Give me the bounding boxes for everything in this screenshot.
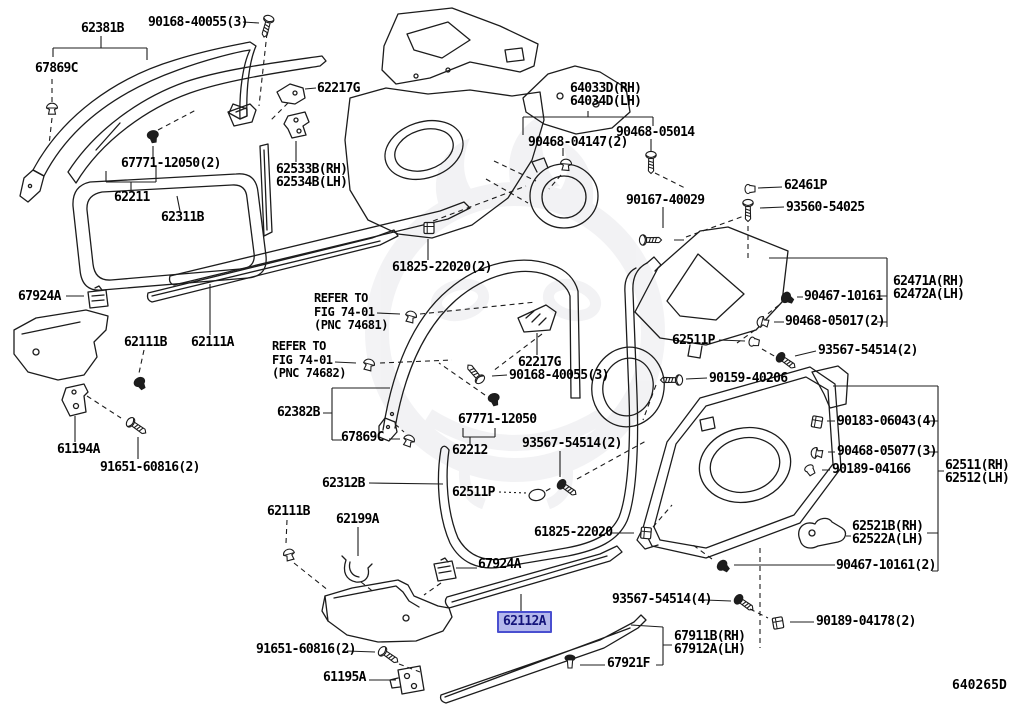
part-label-90467-10161-2[interactable]: 90467-10161(2) (836, 558, 936, 573)
part-label-90168-40055-mid[interactable]: 90168-40055(3) (509, 368, 609, 383)
part-label-62199a[interactable]: 62199A (336, 512, 379, 527)
part-label-93567-54514-2-mid[interactable]: 93567-54514(2) (522, 436, 622, 451)
part-label-62521b[interactable]: 62521B(RH) 62522A(LH) (852, 519, 924, 547)
part-label-90468-05017[interactable]: 90468-05017(2) (785, 314, 885, 329)
part-label-67771-12050-mid[interactable]: 67771-12050 (458, 412, 537, 427)
parts-drawing (13, 7, 849, 704)
part-label-62311b[interactable]: 62311B (161, 210, 204, 225)
part-label-64033d[interactable]: 64033D(RH) 64034D(LH) (570, 81, 642, 109)
part-label-62382b[interactable]: 62382B (277, 405, 320, 420)
part-label-67869c-top[interactable]: 67869C (35, 61, 78, 76)
part-label-62312b[interactable]: 62312B (322, 476, 365, 491)
part-label-90168-40055-top[interactable]: 90168-40055(3) (148, 15, 248, 30)
part-label-62471a[interactable]: 62471A(RH) 62472A(LH) (893, 274, 965, 302)
fastener-icons (45, 13, 824, 669)
part-label-90468-05077[interactable]: 90468-05077(3) (837, 444, 937, 459)
part-label-90183-06043[interactable]: 90183-06043(4) (837, 414, 937, 429)
part-label-90189-04178[interactable]: 90189-04178(2) (816, 614, 916, 629)
part-label-62511[interactable]: 62511(RH) 62512(LH) (945, 458, 1010, 486)
note-refer-fig74-01-pnc74682: REFER TO FIG 74-01 (PNC 74682) (272, 339, 346, 380)
part-label-90468-05014[interactable]: 90468-05014 (616, 125, 695, 140)
part-label-62111b-bottom[interactable]: 62111B (267, 504, 310, 519)
dashed-lines (48, 32, 780, 673)
part-label-91651-60816-left[interactable]: 91651-60816(2) (100, 460, 200, 475)
watermark-graphic (365, 114, 665, 510)
part-label-93567-54514-2-upper[interactable]: 93567-54514(2) (818, 343, 918, 358)
part-label-67869c-mid[interactable]: 67869C (341, 430, 384, 445)
part-label-67921f[interactable]: 67921F (607, 656, 650, 671)
part-label-61195a[interactable]: 61195A (323, 670, 366, 685)
part-label-90167-40029[interactable]: 90167-40029 (626, 193, 705, 208)
part-label-67924a-left[interactable]: 67924A (18, 289, 61, 304)
part-label-61825-22020-2[interactable]: 61825-22020(2) (392, 260, 492, 275)
diagram-code: 640265D (952, 678, 1007, 693)
part-label-62211[interactable]: 62211 (114, 190, 150, 205)
part-label-62511p-lower[interactable]: 62511P (452, 485, 495, 500)
part-label-91651-60816-bottom[interactable]: 91651-60816(2) (256, 642, 356, 657)
part-label-67924a-bottom[interactable]: 67924A (478, 557, 521, 572)
part-label-62217g-mid[interactable]: 62217G (518, 355, 561, 370)
note-refer-fig74-01-pnc74681: REFER TO FIG 74-01 (PNC 74681) (314, 291, 388, 332)
part-label-62212[interactable]: 62212 (452, 443, 488, 458)
part-label-62511p-upper[interactable]: 62511P (672, 333, 715, 348)
part-label-90159-40206[interactable]: 90159-40206 (709, 371, 788, 386)
part-label-61825-22020[interactable]: 61825-22020 (534, 525, 613, 540)
part-label-67771-12050-2[interactable]: 67771-12050(2) (121, 156, 221, 171)
part-label-62381b[interactable]: 62381B (81, 21, 124, 36)
part-label-90467-10161[interactable]: 90467-10161 (804, 289, 883, 304)
part-label-93560-54025[interactable]: 93560-54025 (786, 200, 865, 215)
part-label-90468-04147[interactable]: 90468-04147(2) (528, 135, 628, 150)
part-label-62111a[interactable]: 62111A (191, 335, 234, 350)
part-label-90189-04166[interactable]: 90189-04166 (832, 462, 911, 477)
part-label-62533b[interactable]: 62533B(RH) 62534B(LH) (276, 162, 348, 190)
part-label-62217g-top[interactable]: 62217G (317, 81, 360, 96)
grommet-hole-icon (528, 488, 546, 502)
part-label-93567-54514-4[interactable]: 93567-54514(4) (612, 592, 712, 607)
leader-lines (52, 21, 944, 681)
part-label-67911b[interactable]: 67911B(RH) 67912A(LH) (674, 629, 746, 657)
part-label-62111b-left[interactable]: 62111B (124, 335, 167, 350)
part-label-62112a-highlighted[interactable]: 62112A (497, 611, 552, 633)
part-label-61194a[interactable]: 61194A (57, 442, 100, 457)
part-label-62461p[interactable]: 62461P (784, 178, 827, 193)
